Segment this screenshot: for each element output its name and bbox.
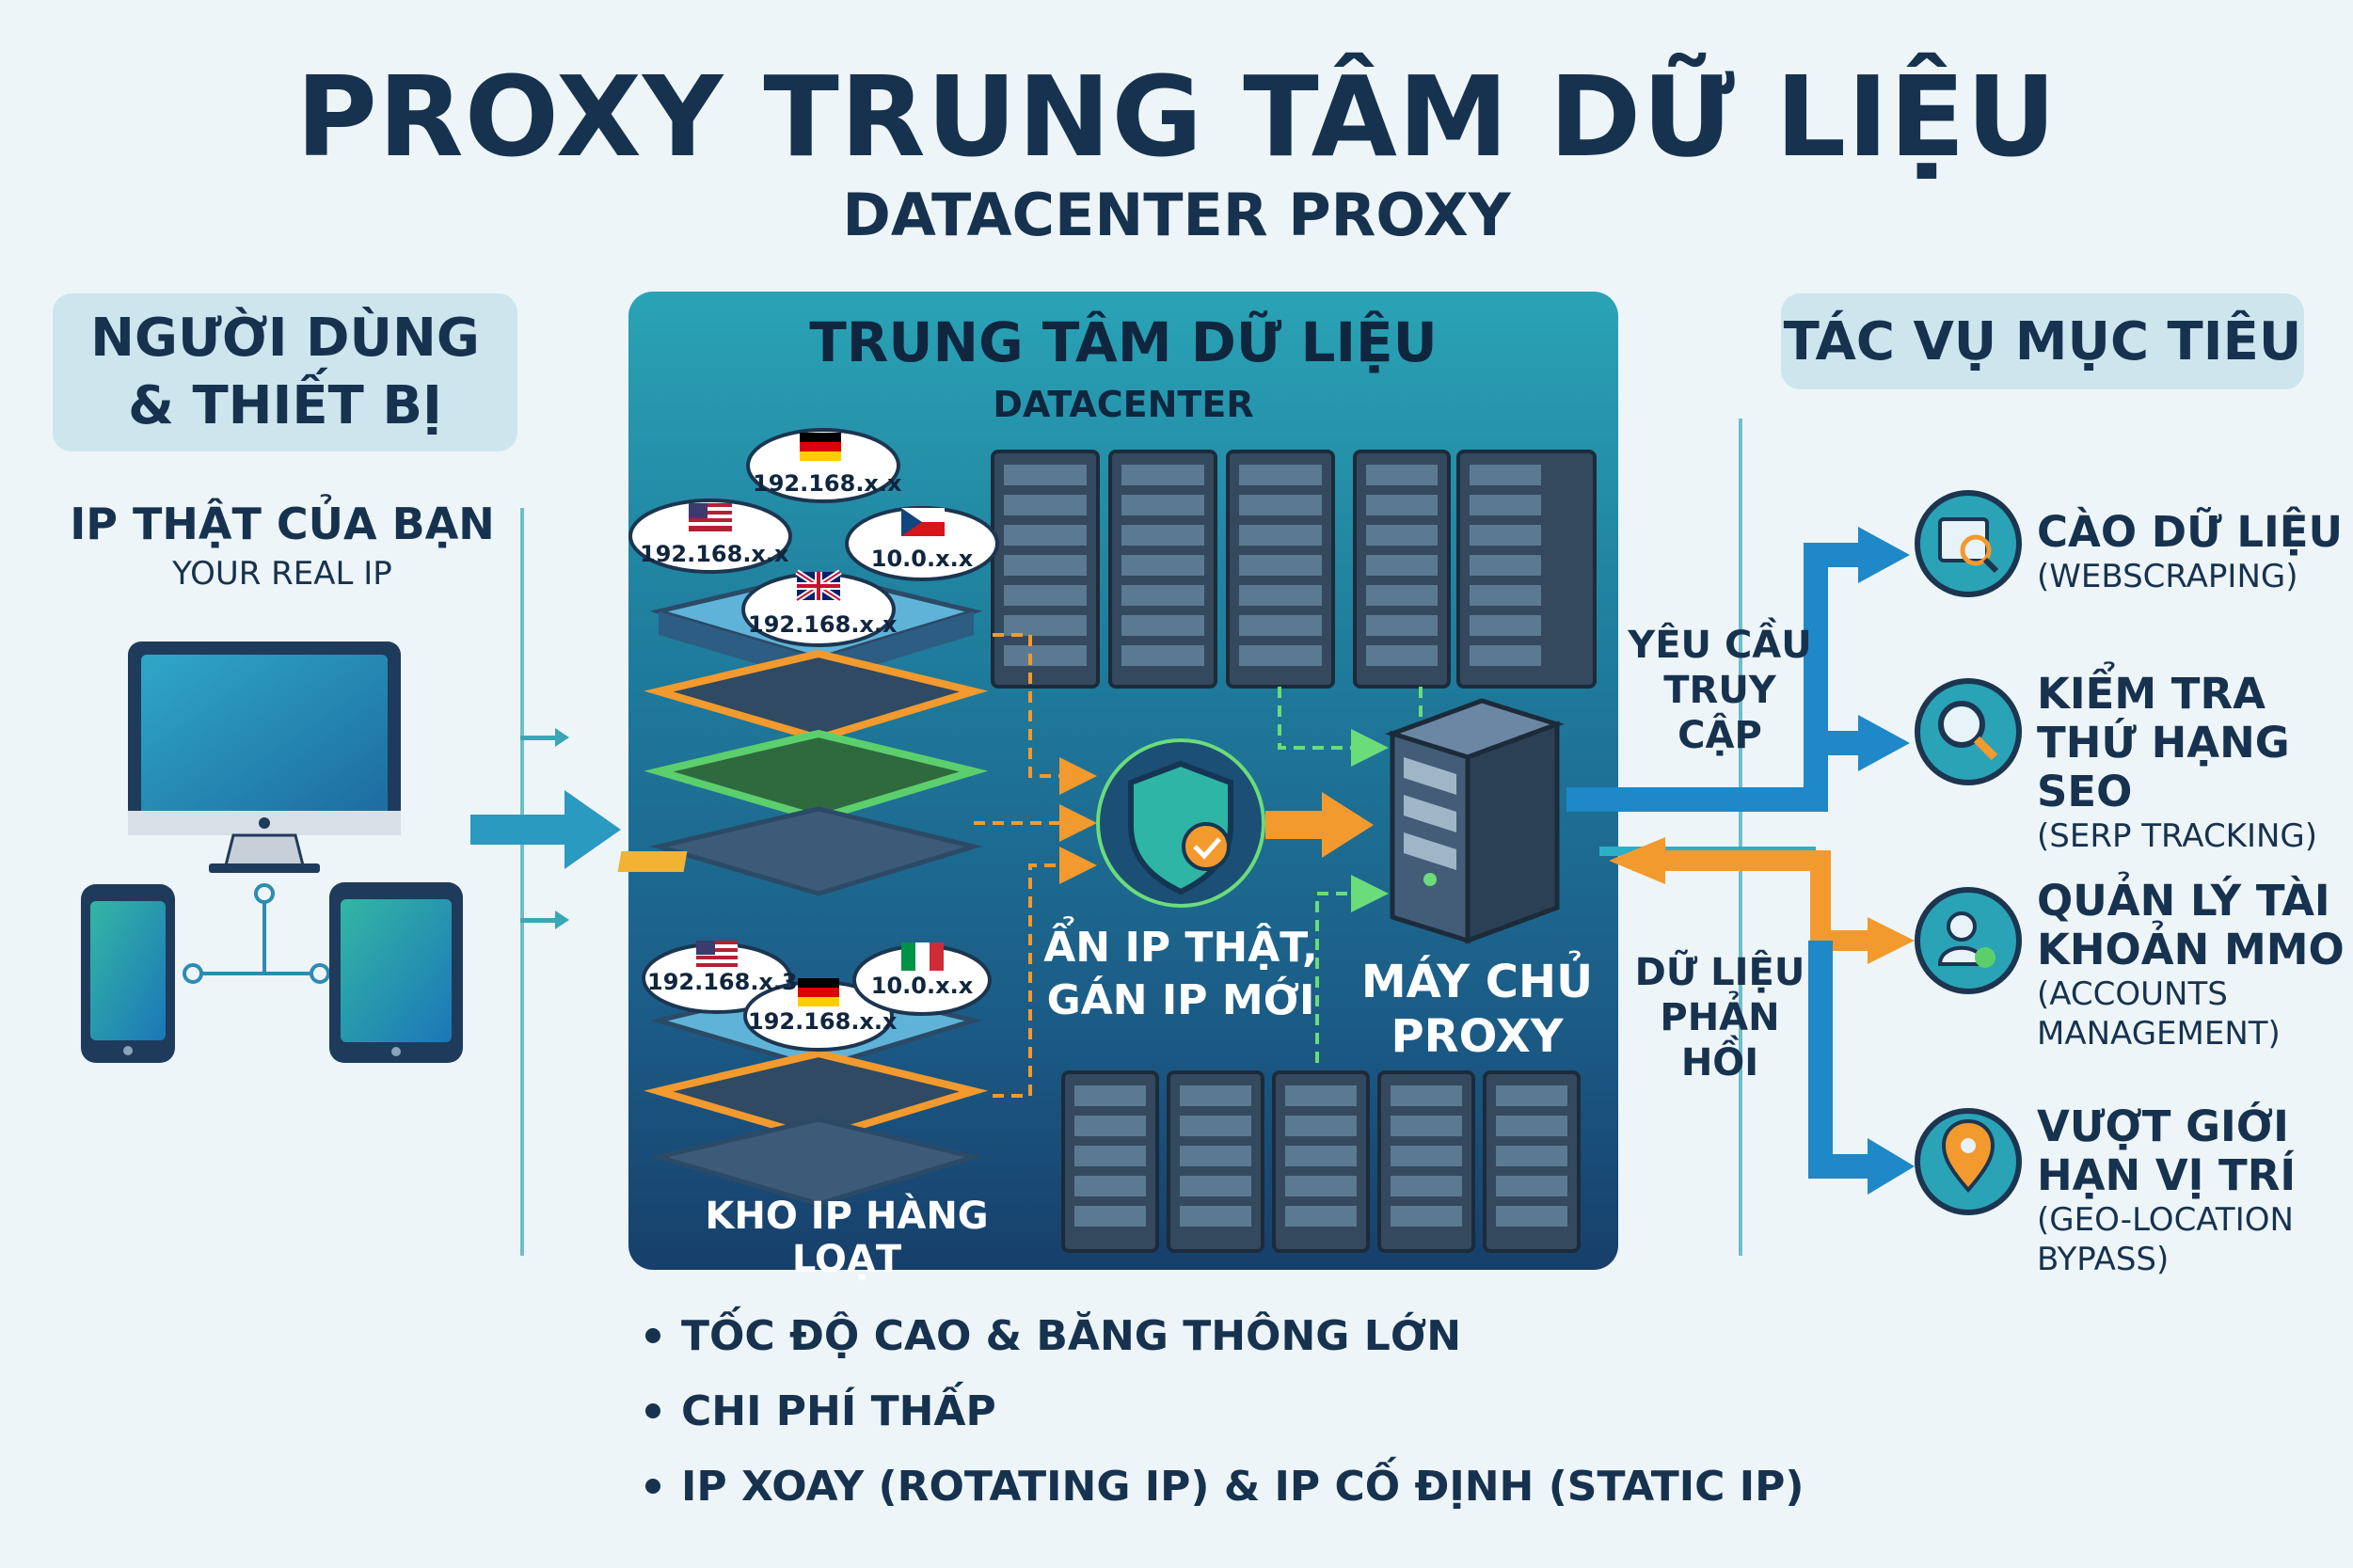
proxy-label-line2: PROXY (1391, 1010, 1564, 1063)
target-item-webscraping: CÀO DỮ LIỆU (WEBSCRAPING) (2037, 508, 2343, 596)
small-arrow-icons (520, 728, 569, 929)
user-check-icon (1937, 911, 1995, 968)
datacenter-heading: TRUNG TÂM DỮ LIỆU (809, 310, 1438, 374)
users-heading-line1: NGƯỜI DÙNG (90, 308, 480, 369)
server-racks-top (991, 450, 1597, 689)
response-label-line1: DỮ LIỆU (1634, 951, 1805, 994)
target-item-serp: KIỂM TRA THỨ HẠNG SEO (SERP TRACKING) (2037, 670, 2353, 856)
cloud-ip-label: 192.168.x.x (748, 611, 898, 638)
page-title: PROXY TRUNG TÂM DỮ LIỆU (295, 52, 2058, 182)
target-title: VƯỢT GIỚI (2037, 1101, 2289, 1151)
shield-label-line2: GÁN IP MỚI (1046, 976, 1315, 1024)
response-label-line2: PHẢN HỒI (1660, 996, 1780, 1085)
location-pin-icon (1941, 1118, 1995, 1194)
request-label-line2: TRUY CẬP (1663, 669, 1776, 757)
device-links (193, 894, 320, 975)
feature-list: TỐC ĐỘ CAO & BĂNG THÔNG LỚN CHI PHÍ THẤP… (645, 1298, 1804, 1524)
target-item-geo: VƯỢT GIỚI HẠN VỊ TRÍ (GEO-LOCATION BYPAS… (2037, 1102, 2296, 1279)
request-label-line1: YÊU CẦU (1628, 624, 1812, 667)
real-ip-label-en: YOUR REAL IP (172, 555, 392, 593)
users-heading-box: NGƯỜI DÙNG & THIẾT BỊ (53, 293, 517, 451)
target-subtitle: BYPASS) (2037, 1241, 2170, 1278)
flag-icons (689, 433, 945, 1006)
target-title: THỨ HẠNG SEO (2037, 718, 2290, 816)
tablet-icon (329, 882, 463, 1063)
shield-label: ẨN IP THẬT, GÁN IP MỚI (1035, 922, 1327, 1027)
response-arrows (1609, 837, 1915, 1195)
target-subtitle: (WEBSCRAPING) (2037, 558, 2298, 595)
datacenter-heading-en: DATACENTER (993, 384, 1254, 425)
cloud-ip-label: 192.168.x.x (640, 541, 789, 567)
feature-item: IP XOAY (ROTATING IP) & IP CỐ ĐỊNH (STAT… (645, 1449, 1804, 1524)
response-label: DỮ LIỆU PHẢN HỒI (1616, 950, 1823, 1085)
proxy-server-icon (1385, 698, 1565, 944)
proxy-label-line1: MÁY CHỦ (1360, 956, 1594, 1008)
users-heading-line2: & THIẾT BỊ (128, 375, 442, 436)
target-title: KIỂM TRA (2037, 669, 2266, 719)
target-subtitle: (ACCOUNTS (2037, 975, 2228, 1013)
monitor-icon (128, 641, 401, 873)
target-title: CÀO DỮ LIỆU (2037, 507, 2344, 557)
server-racks-bottom (1061, 1070, 1581, 1253)
shield-label-line1: ẨN IP THẬT, (1043, 924, 1318, 972)
target-icon-circles (1915, 490, 2022, 1215)
feature-item: CHI PHÍ THẤP (645, 1373, 1804, 1449)
flow-lines (974, 633, 1423, 1098)
target-title: KHOẢN MMO (2037, 925, 2345, 974)
target-subtitle: (SERP TRACKING) (2037, 817, 2318, 855)
magnifier-icon (1938, 701, 1998, 761)
target-item-accounts: QUẢN LÝ TÀI KHOẢN MMO (ACCOUNTS MANAGEME… (2037, 877, 2345, 1053)
ip-pool-label: KHO IP HÀNG LOẠT (705, 1195, 989, 1281)
request-label: YÊU CẦU TRUY CẬP (1616, 623, 1823, 758)
cloud-ip-label: 10.0.x.x (870, 973, 974, 999)
real-ip-label: IP THẬT CỦA BẠN (70, 499, 495, 549)
page-subtitle: DATACENTER PROXY (842, 181, 1511, 249)
phone-icon (81, 884, 175, 1063)
cloud-ip-label: 192.168.x.x (753, 470, 902, 497)
cloud-ip-label: 10.0.x.x (870, 546, 974, 572)
feature-item: TỐC ĐỘ CAO & BĂNG THÔNG LỚN (645, 1298, 1804, 1373)
target-subtitle: (GEO-LOCATION (2037, 1201, 2294, 1239)
shield-icon (1096, 738, 1265, 908)
target-subtitle: MANAGEMENT) (2037, 1015, 2281, 1053)
targets-heading: TÁC VỤ MỤC TIÊU (1781, 293, 2304, 389)
cloud-ip-label: 192.168.x.x (748, 1008, 898, 1035)
separator-lines (520, 419, 1742, 1256)
target-title: QUẢN LÝ TÀI (2037, 876, 2330, 926)
inbound-arrow-icon (470, 790, 621, 869)
proxy-server-label: MÁY CHỦ PROXY (1336, 955, 1618, 1064)
webpage-magnifier-icon (1938, 517, 1999, 574)
cloud-ip-label: 192.168.x.3 (647, 969, 798, 995)
target-title: HẠN VỊ TRÍ (2037, 1150, 2297, 1200)
shield-to-server-arrow-icon (1265, 792, 1374, 858)
